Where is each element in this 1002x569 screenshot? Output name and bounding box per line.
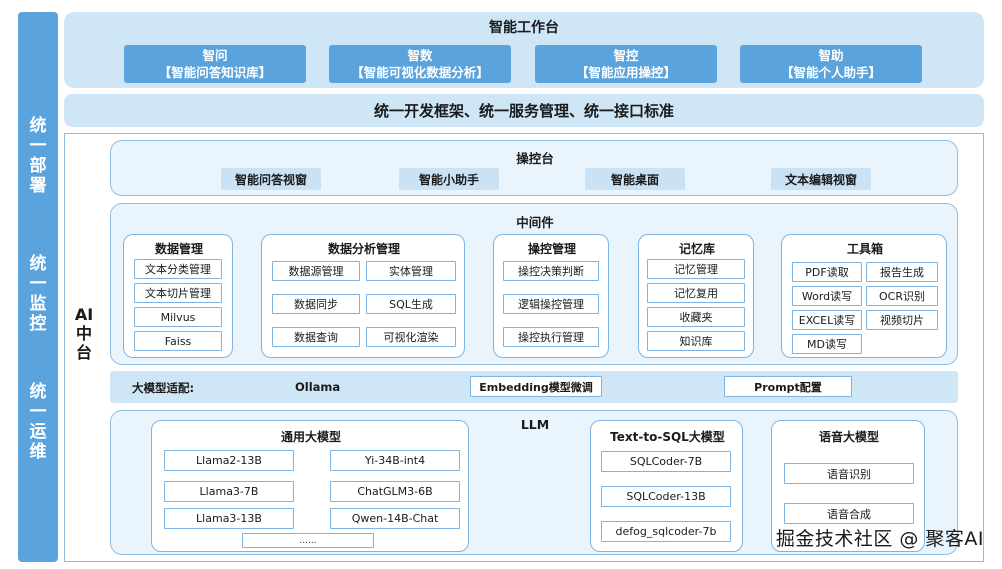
item-faiss[interactable]: Faiss [134, 331, 222, 351]
group-title: 数据分析管理 [327, 242, 400, 256]
console-qa-window[interactable]: 智能问答视窗 [221, 168, 321, 190]
console-section: 操控台 智能问答视窗 智能小助手 智能桌面 文本编辑视窗 [110, 140, 958, 196]
llm-section: LLM 通用大模型 Llama2-13B Yi-34B-int4 Llama3-… [110, 410, 958, 555]
unified-monitor-label: 统一监控 [29, 254, 47, 334]
unified-standards-bar: 统一开发框架、统一服务管理、统一接口标准 [64, 94, 984, 127]
group-title: 数据管理 [154, 242, 203, 256]
card-name: 智助 [818, 48, 844, 63]
memory-bank-group: 记忆库 记忆管理 记忆复用 收藏夹 知识库 [638, 234, 754, 358]
llm-title: LLM [520, 417, 550, 432]
group-title: 语音大模型 [818, 430, 879, 444]
model-sqlcoder-7b[interactable]: SQLCoder-7B [601, 451, 731, 472]
item-word-rw[interactable]: Word读写 [792, 286, 862, 306]
unified-ops-label: 统一运维 [29, 382, 47, 462]
workbench-card-control[interactable]: 智控 【智能应用操控】 [535, 45, 717, 83]
adapter-embedding-finetune[interactable]: Embedding模型微调 [470, 376, 602, 397]
console-text-editor-window[interactable]: 文本编辑视窗 [771, 168, 871, 190]
item-favorites[interactable]: 收藏夹 [647, 307, 745, 327]
item-video-slice[interactable]: 视频切片 [866, 310, 938, 330]
workbench-title: 智能工作台 [489, 20, 559, 36]
toolbox-group: 工具箱 PDF读取 报告生成 Word读写 OCR识别 EXCEL读写 视频切片… [781, 234, 947, 358]
card-desc: 【智能个人助手】 [780, 65, 881, 80]
model-chatglm3-6b[interactable]: ChatGLM3-6B [330, 481, 460, 502]
middleware-section: 中间件 数据管理 文本分类管理 文本切片管理 Milvus Faiss 数据分析… [110, 203, 958, 365]
item-datasource-mgmt[interactable]: 数据源管理 [272, 261, 360, 281]
item-report-gen[interactable]: 报告生成 [866, 262, 938, 282]
model-qwen-14b-chat[interactable]: Qwen-14B-Chat [330, 508, 460, 529]
item-ocr[interactable]: OCR识别 [866, 286, 938, 306]
model-yi-34b[interactable]: Yi-34B-int4 [330, 450, 460, 471]
model-llama3-13b[interactable]: Llama3-13B [164, 508, 294, 529]
console-mini-assistant[interactable]: 智能小助手 [399, 168, 499, 190]
control-management-group: 操控管理 操控决策判断 逻辑操控管理 操控执行管理 [493, 234, 609, 358]
group-title: 记忆库 [678, 242, 715, 256]
item-logic-control[interactable]: 逻辑操控管理 [503, 294, 599, 314]
card-name: 智数 [407, 48, 433, 63]
item-knowledge-base[interactable]: 知识库 [647, 331, 745, 351]
general-llm-group: 通用大模型 Llama2-13B Yi-34B-int4 Llama3-7B C… [151, 420, 469, 552]
card-desc: 【智能可视化数据分析】 [351, 65, 489, 80]
model-sqlcoder-13b[interactable]: SQLCoder-13B [601, 486, 731, 507]
model-defog-sqlcoder-7b[interactable]: defog_sqlcoder-7b [601, 521, 731, 542]
item-milvus[interactable]: Milvus [134, 307, 222, 327]
model-more[interactable]: ...... [242, 533, 374, 548]
model-speech-synthesis[interactable]: 语音合成 [784, 503, 914, 524]
item-control-decision[interactable]: 操控决策判断 [503, 261, 599, 281]
item-pdf-read[interactable]: PDF读取 [792, 262, 862, 282]
item-memory-reuse[interactable]: 记忆复用 [647, 283, 745, 303]
left-unified-bar: 统一部署 统一监控 统一运维 [18, 12, 58, 562]
console-title: 操控台 [516, 151, 554, 166]
item-data-sync[interactable]: 数据同步 [272, 294, 360, 314]
data-management-group: 数据管理 文本分类管理 文本切片管理 Milvus Faiss [123, 234, 233, 358]
card-desc: 【智能应用操控】 [575, 65, 676, 80]
item-excel-rw[interactable]: EXCEL读写 [792, 310, 862, 330]
text-to-sql-group: Text-to-SQL大模型 SQLCoder-7B SQLCoder-13B … [590, 420, 743, 552]
group-title: Text-to-SQL大模型 [610, 430, 725, 444]
speech-llm-group: 语音大模型 语音识别 语音合成 [771, 420, 925, 552]
model-speech-recognition[interactable]: 语音识别 [784, 463, 914, 484]
card-desc: 【智能问答知识库】 [158, 65, 272, 80]
adapter-label: 大模型适配: [132, 381, 195, 395]
item-memory-mgmt[interactable]: 记忆管理 [647, 259, 745, 279]
group-title: 工具箱 [846, 242, 883, 256]
workbench-card-assistant[interactable]: 智助 【智能个人助手】 [740, 45, 922, 83]
adapter-prompt-config[interactable]: Prompt配置 [724, 376, 852, 397]
item-md-rw[interactable]: MD读写 [792, 334, 862, 354]
item-control-execution[interactable]: 操控执行管理 [503, 327, 599, 347]
item-text-slicing[interactable]: 文本切片管理 [134, 283, 222, 303]
workbench-card-data[interactable]: 智数 【智能可视化数据分析】 [329, 45, 511, 83]
unified-deploy-label: 统一部署 [29, 116, 47, 196]
item-viz-render[interactable]: 可视化渲染 [366, 327, 456, 347]
middleware-title: 中间件 [516, 215, 554, 230]
item-entity-mgmt[interactable]: 实体管理 [366, 261, 456, 281]
item-text-classification[interactable]: 文本分类管理 [134, 259, 222, 279]
console-smart-desktop[interactable]: 智能桌面 [585, 168, 685, 190]
smart-workbench-panel: 智能工作台 智问 【智能问答知识库】 智数 【智能可视化数据分析】 智控 【智能… [64, 12, 984, 88]
item-sql-gen[interactable]: SQL生成 [366, 294, 456, 314]
workbench-card-ask[interactable]: 智问 【智能问答知识库】 [124, 45, 306, 83]
adapter-ollama: Ollama [295, 380, 341, 394]
data-analysis-group: 数据分析管理 数据源管理 实体管理 数据同步 SQL生成 数据查询 可视化渲染 [261, 234, 465, 358]
group-title: 通用大模型 [280, 430, 341, 444]
group-title: 操控管理 [527, 242, 576, 256]
watermark: 掘金技术社区 @ 聚客AI [775, 528, 984, 550]
card-name: 智控 [613, 48, 639, 63]
card-name: 智问 [202, 48, 228, 63]
model-llama2-13b[interactable]: Llama2-13B [164, 450, 294, 471]
model-llama3-7b[interactable]: Llama3-7B [164, 481, 294, 502]
item-data-query[interactable]: 数据查询 [272, 327, 360, 347]
model-adapter-bar: 大模型适配: Ollama Embedding模型微调 Prompt配置 [110, 371, 958, 403]
